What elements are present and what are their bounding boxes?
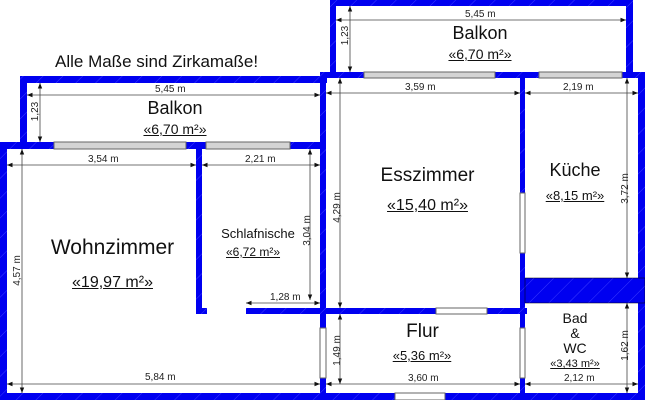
flur-area: «5,36 m²»: [392, 348, 452, 363]
flur-width: 3,60 m: [408, 373, 439, 384]
dimension-lines: [7, 6, 638, 393]
bad-height: 1,62 m: [619, 330, 631, 361]
bad-area: «3,43 m²»: [550, 358, 600, 370]
schlafnische-area: «6,72 m²»: [225, 245, 281, 259]
esszimmer-height: 4,29 m: [331, 192, 343, 223]
wohnzimmer-width-bottom: 5,84 m: [145, 372, 176, 383]
schlafnische-opening: 1,28 m: [270, 292, 301, 303]
esszimmer-name: Esszimmer: [380, 165, 475, 186]
kueche-width: 2,19 m: [563, 82, 594, 93]
disclaimer-title: Alle Maße sind Zirkamaße!: [55, 52, 259, 71]
wohnzimmer-name: Wohnzimmer: [50, 236, 175, 259]
wohnzimmer-width-top: 3,54 m: [88, 154, 119, 165]
balkon-top-depth: 1,23: [340, 25, 352, 46]
bad-name-line2: &: [570, 325, 580, 341]
flur-height: 1,49 m: [331, 335, 343, 366]
windows: [53, 71, 623, 400]
bad-name-line3: WC: [563, 340, 587, 356]
balkon-left-width: 5,45 m: [155, 84, 186, 95]
wohnzimmer-height: 4,57 m: [11, 255, 23, 286]
balkon-left-name: Balkon: [147, 98, 203, 118]
balkon-top-name: Balkon: [452, 23, 508, 43]
esszimmer-width: 3,59 m: [405, 82, 436, 93]
kueche-height: 3,72 m: [619, 173, 631, 204]
balkon-top-width: 5,45 m: [465, 9, 496, 20]
bad-name-line1: Bad: [562, 310, 588, 326]
kueche-name: Küche: [549, 160, 601, 180]
schlafnische-width: 2,21 m: [245, 154, 276, 165]
balkon-top-area: «6,70 m²»: [448, 46, 512, 62]
kueche-area: «8,15 m²»: [545, 188, 605, 203]
balkon-left-depth: 1,23: [30, 101, 42, 122]
esszimmer-area: «15,40 m²»: [387, 197, 468, 214]
flur-name: Flur: [406, 321, 439, 342]
balkon-left-area: «6,70 m²»: [143, 121, 207, 137]
schlafnische-name: Schlafnische: [221, 226, 295, 241]
wohnzimmer-area: «19,97 m²»: [72, 274, 153, 291]
bad-width: 2,12 m: [564, 373, 595, 384]
